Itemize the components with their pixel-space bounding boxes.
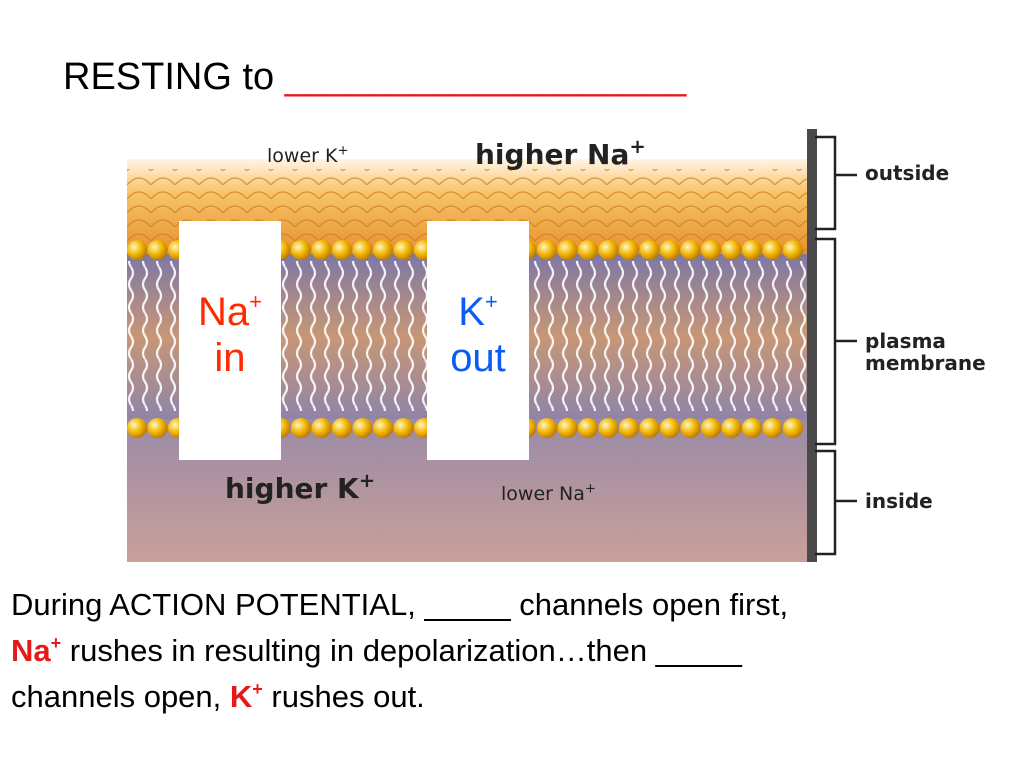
k-ion-inline: K+ (229, 679, 263, 714)
phospholipid-head (639, 240, 660, 260)
slide-title: RESTING to ___________________ (63, 58, 686, 96)
phospholipid-head (762, 418, 783, 438)
phospholipid-head (721, 240, 742, 260)
phospholipid-head (147, 240, 168, 260)
na-in-box: Na+ in (179, 221, 281, 460)
label-higher-na-outside: higher Na+ (475, 135, 646, 171)
label-lower-na-inside: lower Na+ (501, 481, 596, 505)
k-ion-label: K+ (458, 289, 498, 334)
region-brackets (815, 135, 857, 556)
blank-1: _____ (424, 587, 511, 622)
phospholipid-head (291, 240, 311, 260)
phospholipid-head (127, 240, 147, 260)
phospholipid-head (783, 240, 803, 260)
phospholipid-head (291, 418, 311, 438)
phospholipid-head (373, 418, 393, 438)
phospholipid-head (680, 240, 701, 260)
phospholipid-head (537, 418, 557, 438)
label-membrane: membrane (865, 351, 986, 375)
phospholipid-head (578, 418, 598, 438)
phospholipid-head (742, 240, 762, 260)
phospholipid-head (680, 418, 701, 438)
phospholipid-head (332, 240, 352, 260)
caption-line-1: During ACTION POTENTIAL, _____ channels … (11, 587, 789, 622)
phospholipid-head (721, 418, 742, 438)
phospholipid-head (352, 240, 373, 260)
phospholipid-head (598, 240, 619, 260)
label-lower-k-outside: lower K+ (267, 143, 349, 167)
phospholipid-head (352, 418, 373, 438)
label-higher-k-inside: higher K+ (225, 469, 376, 505)
phospholipid-head (332, 418, 352, 438)
caption-line-3: channels open, K+ rushes out. (11, 679, 425, 714)
label-plasma: plasma (865, 329, 946, 353)
k-direction: out (450, 336, 506, 380)
phospholipid-head (660, 240, 680, 260)
phospholipid-head (311, 418, 332, 438)
label-plasma-membrane: plasma membrane (865, 330, 986, 374)
na-ion-inline: Na+ (11, 633, 62, 668)
phospholipid-head (619, 240, 639, 260)
label-inside: inside (865, 489, 933, 513)
phospholipid-head (660, 418, 680, 438)
phospholipid-head (373, 240, 393, 260)
phospholipid-head (147, 418, 168, 438)
phospholipid-head (598, 418, 619, 438)
phospholipid-head (639, 418, 660, 438)
phospholipid-head (537, 240, 557, 260)
blank-2: _____ (655, 633, 742, 668)
caption-line-2: Na+ rushes in resulting in depolarizatio… (11, 633, 742, 668)
k-out-box: K+ out (427, 221, 529, 460)
phospholipid-head (742, 418, 762, 438)
phospholipid-head (311, 240, 332, 260)
caption-text: During ACTION POTENTIAL, _____ channels … (11, 582, 1016, 720)
phospholipid-head (783, 418, 803, 438)
label-outside: outside (865, 161, 950, 185)
title-blank: ___________________ (284, 56, 687, 98)
phospholipid-head (578, 240, 598, 260)
title-text: RESTING to (63, 56, 285, 98)
phospholipid-head (619, 418, 639, 438)
phospholipid-head (701, 418, 721, 438)
na-ion-label: Na+ (198, 289, 262, 334)
phospholipid-head (557, 418, 578, 438)
phospholipid-head (557, 240, 578, 260)
phospholipid-head (701, 240, 721, 260)
phospholipid-head (393, 240, 414, 260)
phospholipid-head (393, 418, 414, 438)
phospholipid-head (127, 418, 147, 438)
phospholipid-head (762, 240, 783, 260)
na-direction: in (214, 336, 246, 380)
